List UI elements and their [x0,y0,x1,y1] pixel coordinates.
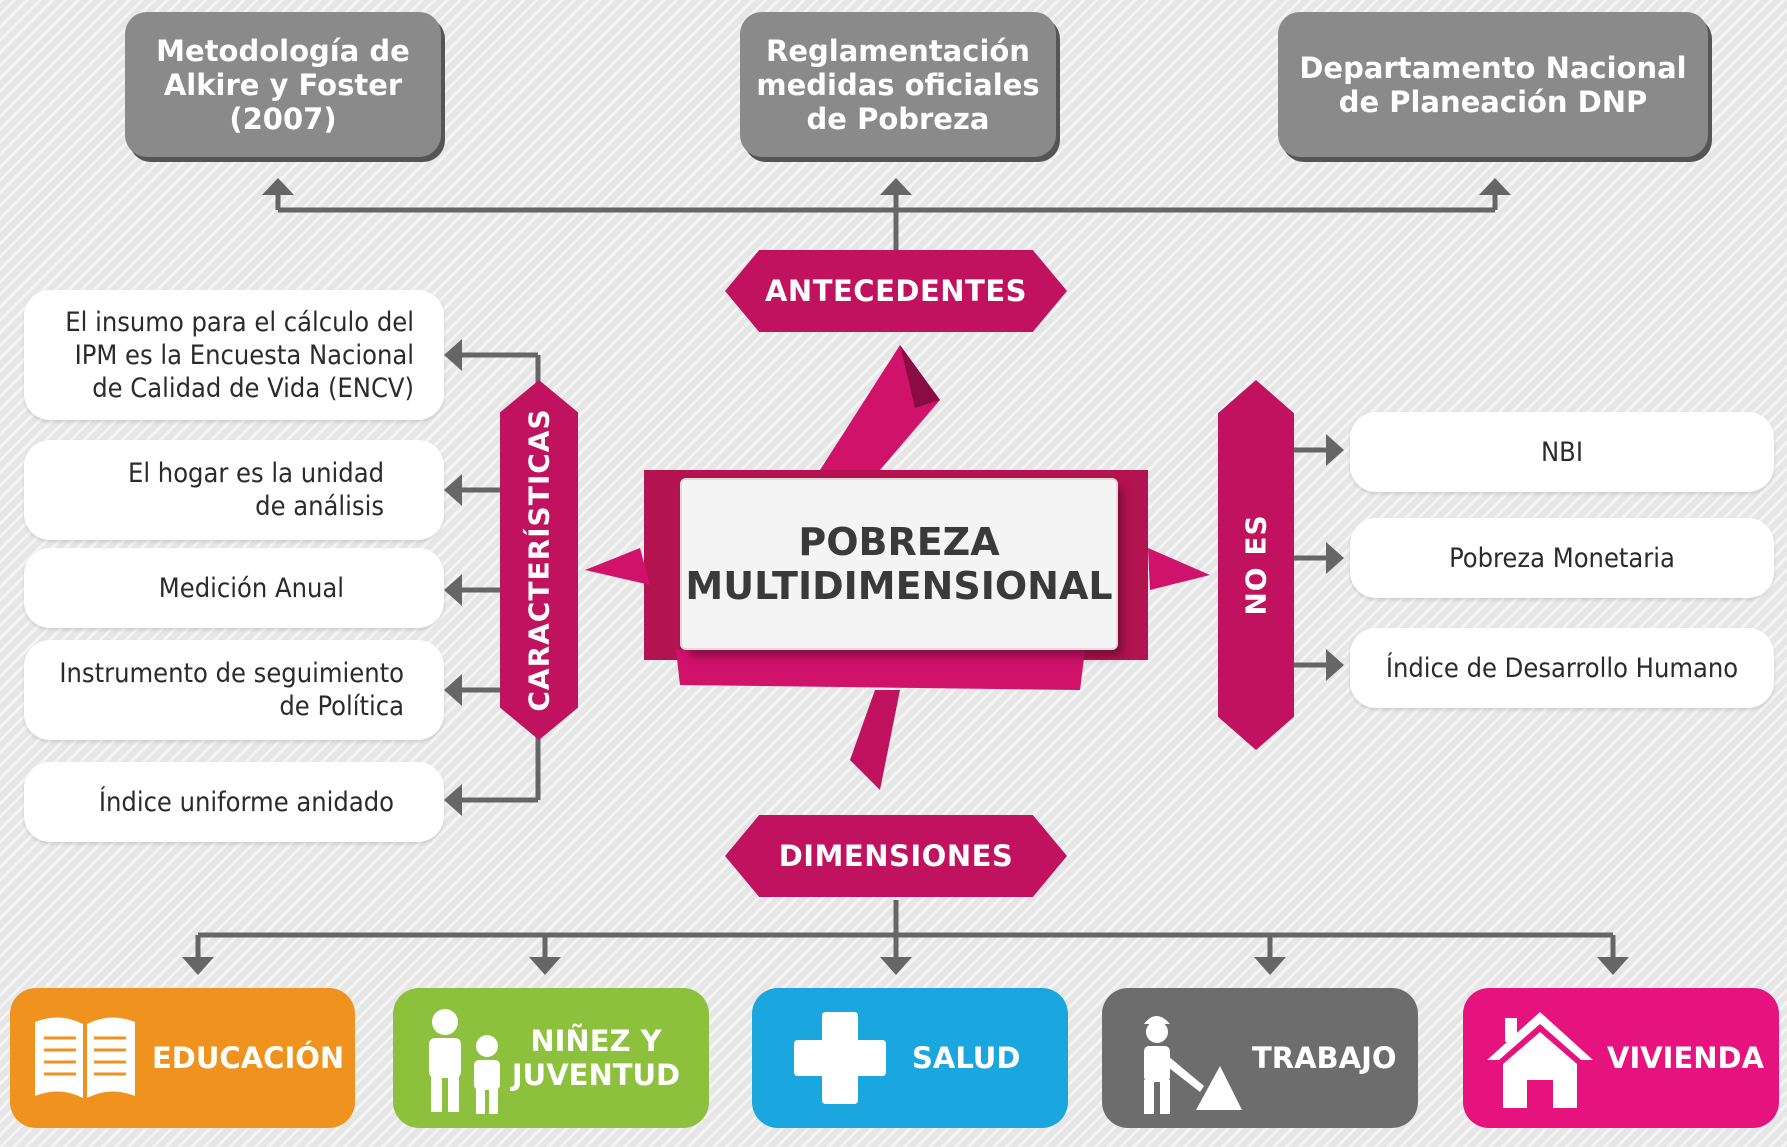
dimension-ninez-juventud-label: NIÑEZ Y JUVENTUD [511,1024,681,1092]
dimension-vivienda-label: VIVIENDA [1607,1041,1765,1075]
dimension-educacion-label: EDUCACIÓN [152,1041,345,1075]
caracteristica-medicion: Medición Anual [24,548,444,628]
no-es-pobreza-monetaria: Pobreza Monetaria [1350,518,1774,598]
no-es-nbi: NBI [1350,412,1774,492]
worker-icon [1144,1016,1242,1114]
dimension-trabajo: TRABAJO [1102,988,1418,1128]
dimension-ninez-juventud: NIÑEZ Y JUVENTUD [393,988,709,1128]
antecedentes-banner: ANTECEDENTES [725,250,1067,332]
dimension-vivienda: VIVIENDA [1463,988,1779,1128]
dimensiones-banner: DIMENSIONES [725,815,1067,897]
antecedente-alkire-foster: Metodología de Alkire y Foster (2007) [125,12,441,157]
antecedente-dnp: Departamento Nacional de Planeación DNP [1278,12,1708,157]
no-es-idh: Índice de Desarrollo Humano [1350,628,1774,708]
no-es-label: NO ES [1239,514,1273,616]
caracteristicas-label: CARACTERÍSTICAS [522,408,556,712]
book-icon [35,1017,135,1098]
house-icon [1487,1012,1593,1108]
caracteristica-insumo: El insumo para el cálculo del IPM es la … [24,290,444,420]
health-cross-icon [794,1012,886,1104]
caracteristica-indice: Índice uniforme anidado [24,762,444,842]
caracteristica-hogar: El hogar es la unidad de análisis [24,440,444,540]
dimension-salud-label: SALUD [912,1041,1021,1075]
no-es-banner: NO ES [1218,380,1294,750]
pobreza-multidimensional-title: POBREZA MULTIDIMENSIONAL [682,480,1116,648]
caracteristicas-banner: CARACTERÍSTICAS [500,380,578,740]
children-icon [429,1009,500,1114]
dimension-educacion: EDUCACIÓN [10,988,355,1128]
dimension-trabajo-label: TRABAJO [1252,1041,1397,1075]
dimension-salud: SALUD [752,988,1068,1128]
caracteristica-instrumento: Instrumento de seguimiento de Política [24,640,444,740]
antecedente-reglamentacion: Reglamentación medidas oficiales de Pobr… [740,12,1056,157]
